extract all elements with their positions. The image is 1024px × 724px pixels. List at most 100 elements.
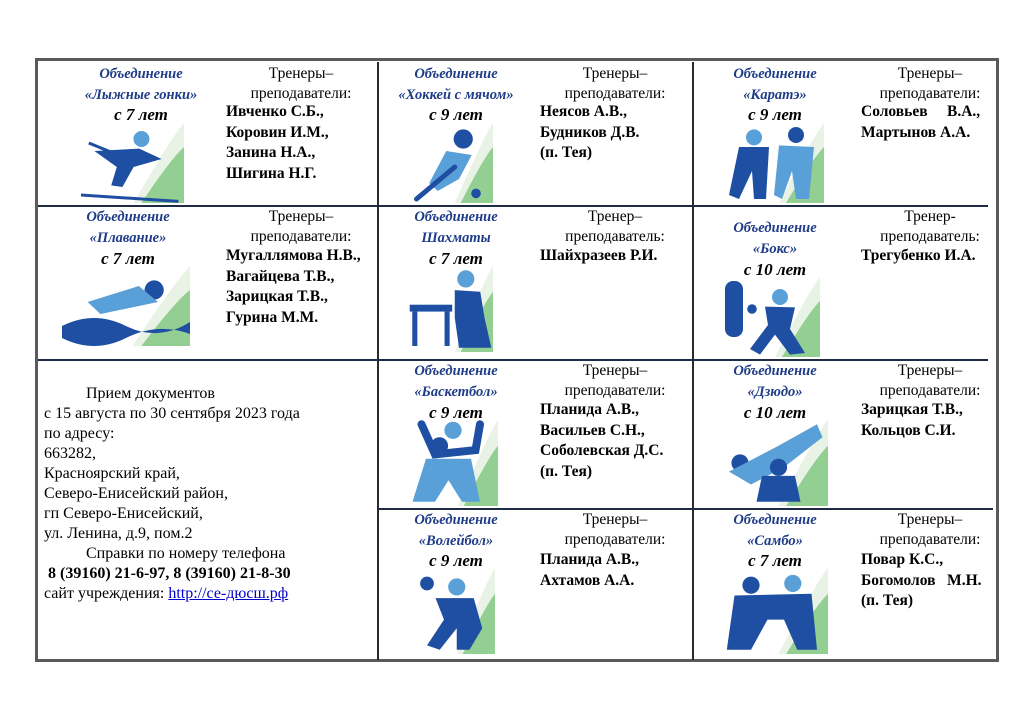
trainer-role: Тренер– преподаватель: <box>525 207 705 247</box>
program-title: Объединение «Каратэ» <box>685 64 865 106</box>
trainer-role-line1: Тренеры– <box>897 65 963 82</box>
trainer-role: Тренеры–преподаватели: <box>840 361 1020 401</box>
trainer-role: Тренеры– преподаватели: <box>525 64 705 104</box>
trainer-list: Шайхразеев Р.И. <box>540 246 657 267</box>
trainer-role-line1: Тренер– <box>587 208 643 225</box>
trainer-role: Тренеры– преподаватели: <box>840 510 1020 550</box>
phone-numbers: 8 (39160) 21-6-97, 8 (39160) 21-8-30 <box>44 564 374 584</box>
trainer-role-line2: преподаватели: <box>564 531 666 548</box>
age-label: с 9 лет <box>748 105 802 124</box>
trainer-name: Будников Д.В. <box>540 123 640 141</box>
age-label: с 7 лет <box>101 249 155 268</box>
row-divider-2 <box>38 359 988 361</box>
site-label: сайт учреждения: <box>44 585 169 602</box>
trainer-name: Соболевская Д.С. <box>540 442 664 459</box>
karate-icon <box>724 123 824 208</box>
program-title-line2: «Хоккей с мячом» <box>398 87 514 103</box>
trainer-name: Неясов А.В., <box>540 103 627 120</box>
age-label: с 10 лет <box>743 260 807 279</box>
site-link[interactable]: http://се-дюсш.рф <box>168 585 289 602</box>
trainer-list: Ивченко С.Б.,Коровин И.М.,Занина Н.А.,Ши… <box>226 102 329 184</box>
age-label: с 9 лет <box>429 551 483 570</box>
program-title: Объединение«Бокс» <box>685 218 865 260</box>
trainer-role-line1: Тренеры– <box>268 65 334 82</box>
program-title: Объединение «Самбо» <box>685 510 865 552</box>
skier-icon <box>72 123 184 208</box>
trainer-name: Шайхразеев Р.И. <box>540 247 658 264</box>
trainer-role-line2: преподаватели: <box>250 228 352 245</box>
trainer-name: Занина Н.А., <box>226 144 316 161</box>
age-label: с 7 лет <box>429 249 483 268</box>
column-divider-1 <box>377 62 379 660</box>
program-title-line2: «Волейбол» <box>418 533 494 549</box>
trainer-role: Тренеры– преподаватели: <box>525 361 705 401</box>
trainer-role-line2: преподаватели: <box>564 382 666 399</box>
program-title: Объединение«Дзюдо» <box>685 361 865 403</box>
trainer-role-line1: Тренеры– <box>582 65 648 82</box>
info-line: гп Северо-Енисейский, <box>44 505 203 522</box>
phone-1: 8 (39160) 21-6-97 <box>48 565 166 582</box>
row-divider-3 <box>378 508 993 510</box>
trainer-role-line2: преподаватель: <box>565 228 665 245</box>
trainer-list: Повар К.С.,Богомолов М.Н.(п. Тея) <box>861 550 982 612</box>
trainer-list: Планида А.В., Васильев С.Н., Соболевская Д… <box>540 400 663 482</box>
trainer-name: Зарицкая Т.В., <box>861 401 963 418</box>
info-line: Красноярский край, <box>44 465 180 482</box>
trainer-role: Тренеры–преподаватели: <box>840 64 1020 104</box>
trainer-name: Ивченко С.Б., <box>226 103 324 120</box>
trainer-list: Трегубенко И.А. <box>861 246 976 267</box>
row-divider-1 <box>38 205 988 207</box>
trainer-name: Мугаллямова Н.В., <box>226 247 361 264</box>
program-title-line2: «Плавание» <box>89 230 167 246</box>
trainer-role-line1: Тренеры– <box>582 362 648 379</box>
swimmer-icon <box>62 266 190 351</box>
admission-info: Прием документов с 15 августа по 30 сент… <box>44 384 374 604</box>
trainer-role-line2: преподаватель: <box>880 228 980 245</box>
program-title-line2: «Дзюдо» <box>747 384 803 400</box>
info-line: с 15 августа по 30 сентября 2023 года <box>44 405 300 422</box>
trainer-role-line1: Тренер- <box>904 208 956 225</box>
trainer-list: Неясов А.В., Будников Д.В. (п. Тея) <box>540 102 639 164</box>
trainer-role-line1: Тренеры– <box>897 511 963 528</box>
trainer-role: Тренер-преподаватель: <box>840 207 1020 247</box>
trainer-role: Тренеры–преподаватели: <box>525 510 705 550</box>
info-line: по адресу: <box>44 425 115 442</box>
program-title-line1: Объединение <box>733 66 817 82</box>
trainer-role-line2: преподаватели: <box>564 85 666 102</box>
info-line: ул. Ленина, д.9, пом.2 <box>44 525 193 542</box>
program-title: Объединение«Плавание» <box>38 207 218 249</box>
age-label: с 9 лет <box>429 105 483 124</box>
program-title-line2: «Каратэ» <box>743 87 807 103</box>
trainer-name: Кольцов С.И. <box>861 421 956 439</box>
program-title: Объединение«Лыжные гонки» <box>51 64 231 106</box>
trainer-name: Васильев С.Н., <box>540 421 645 439</box>
hockey-player-icon <box>408 123 493 208</box>
program-title-line2: Шахматы <box>421 230 491 246</box>
program-title-line2: «Самбо» <box>747 533 803 549</box>
age-label: с 7 лет <box>748 551 802 570</box>
trainer-role-line2: преподаватели: <box>879 531 981 548</box>
age-label: с 10 лет <box>743 403 807 422</box>
trainer-role: Тренеры– преподаватели: <box>211 207 391 247</box>
program-title-line1: Объединение <box>414 66 498 82</box>
trainer-name: Гурина М.М. <box>226 308 319 326</box>
phone-separator: , <box>165 565 174 582</box>
trainer-name: (п. Тея) <box>540 462 593 480</box>
trainer-name: Коровин И.М., <box>226 123 329 141</box>
program-title: Объединение «Хоккей с мячом» <box>366 64 546 106</box>
trainer-list: Планида А.В.,Ахтамов А.А. <box>540 550 639 591</box>
trainer-name: Зарицкая Т.В., <box>226 288 328 305</box>
trainer-name: (п. Тея) <box>540 144 593 161</box>
info-line: 663282, <box>44 445 96 462</box>
trainer-role-line1: Тренеры– <box>268 208 334 225</box>
program-title-line1: Объединение <box>733 512 817 528</box>
volleyball-icon <box>410 568 495 659</box>
chess-icon <box>408 266 493 357</box>
trainer-name: Планида А.В., <box>540 401 639 418</box>
sambo-icon <box>718 568 828 659</box>
info-line: Северо-Енисейский район, <box>44 485 228 502</box>
program-title-line2: «Бокс» <box>752 241 798 257</box>
info-line: Справки по номеру телефона <box>86 545 286 562</box>
trainer-name: Повар К.С., <box>861 551 944 568</box>
